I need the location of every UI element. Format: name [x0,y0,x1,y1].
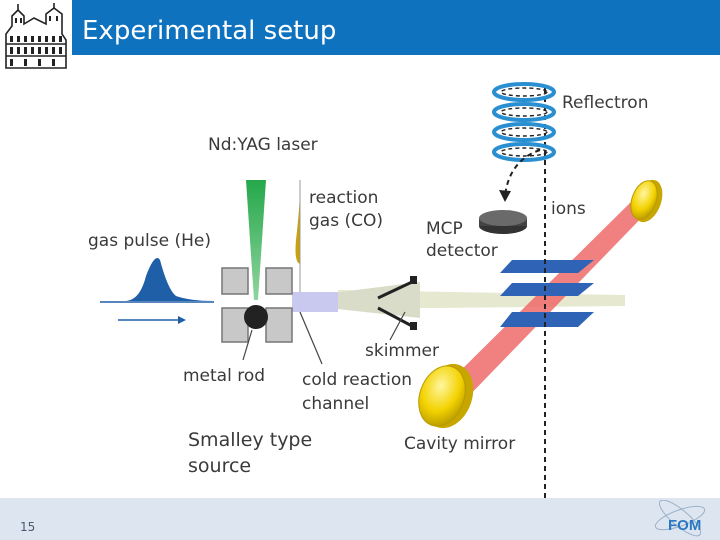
page-number: 15 [20,520,36,534]
ion-plate-middle [500,283,594,296]
gas-pulse-curve [100,258,214,301]
cavity-mirror-lower-icon [418,363,474,429]
cold-channel-gas [292,292,338,312]
label-gas-pulse: gas pulse (He) [88,231,211,251]
label-smalley-line1: Smalley type [188,429,312,451]
metal-rod-leader [242,329,253,361]
fom-logo-icon: FOM [654,500,706,537]
label-cold-line1: cold reaction [302,370,412,390]
cavity-laser-beam [443,193,652,404]
cavity-mirror-upper-icon [630,179,663,223]
label-metal-rod: metal rod [183,366,265,386]
label-reflectron: Reflectron [562,93,648,113]
label-ndyag-laser: Nd:YAG laser [208,135,318,155]
skimmer-leader [389,311,406,341]
label-mcp-line1: MCP [426,219,463,239]
reaction-gas-pulse [295,186,300,264]
mcp-detector-icon [479,210,527,234]
label-cold-line2: channel [302,394,369,414]
label-cavity-mirror: Cavity mirror [404,434,515,454]
label-reaction-line2: gas (CO) [309,211,383,231]
ion-arrow-head [499,190,511,202]
label-reaction-line1: reaction [309,188,378,208]
metal-rod-icon [244,305,268,329]
skimmer-icon [377,280,413,328]
label-mcp-line2: detector [426,241,498,261]
ion-return-arrow [504,149,541,196]
slide-title: Experimental setup [82,16,337,46]
gas-expansion-cone [292,282,420,318]
label-smalley-line2: source [188,455,251,477]
fom-logo-text: FOM [668,517,701,534]
ndyag-laser-beam [246,180,266,300]
reflectron-icon [492,82,556,162]
cold-channel-leader [299,311,323,365]
slide-footer [0,498,720,540]
label-ions: ions [551,199,586,219]
building-logo-icon [0,0,72,74]
ion-plate-bottom [500,312,594,327]
ion-plate-top [500,260,594,273]
slide-header [0,0,720,55]
label-skimmer: skimmer [365,341,439,361]
